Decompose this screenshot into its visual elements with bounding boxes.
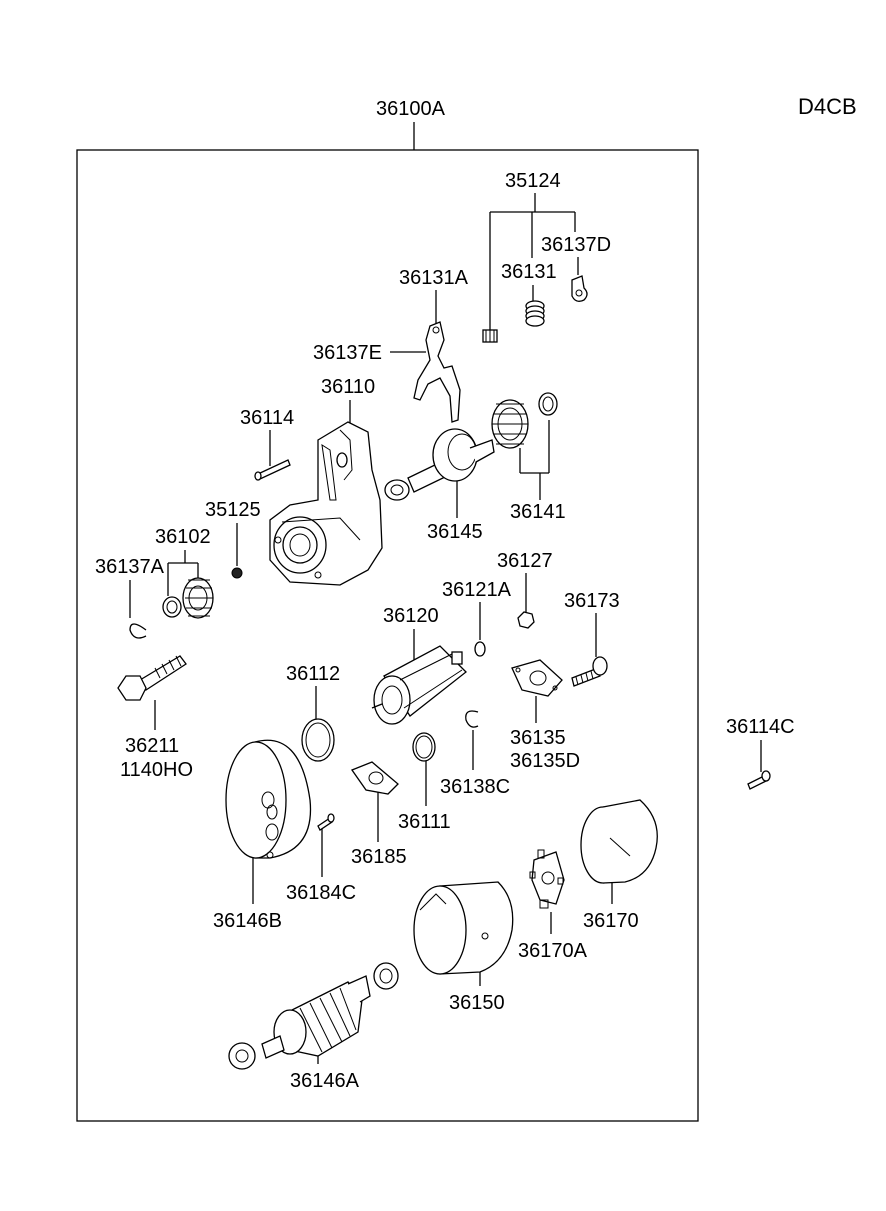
pinion-gear-36102 [162,577,214,619]
label-36114: 36114 [240,407,294,429]
label-36127: 36127 [497,550,553,572]
gasket-36185 [350,761,399,795]
label-36173: 36173 [564,590,620,612]
washer-36141 [538,392,558,416]
assembly-label: 36100A [376,98,446,120]
bolt-36114 [254,459,291,481]
shift-lever-36137E [413,321,461,423]
label-36110: 36110 [321,376,375,398]
bearing-armature-rear [373,962,399,990]
bolt-36173 [571,656,608,687]
gasket-36112 [301,718,335,762]
snap-ring-36137A [129,623,147,639]
solenoid-36120 [371,645,467,725]
clip-36138C [465,710,479,728]
engine-code-label: D4CB [798,94,857,119]
label-36135D: 36135D [510,750,580,772]
label-36170: 36170 [583,910,639,932]
gear-36141 [491,399,529,449]
yoke-assembly-36150 [413,881,514,975]
label-36185: 36185 [351,846,407,868]
assembly-frame [76,149,699,1122]
bolt-36211 [117,655,187,701]
armature-36146A [228,975,371,1070]
label-36131A: 36131A [399,267,469,289]
ball-35125 [231,567,243,579]
washer-36121A [474,641,486,657]
label-36138C: 36138C [440,776,510,798]
label-35124: 35124 [505,170,561,192]
label-36150: 36150 [449,992,505,1014]
label-36112: 36112 [286,663,340,685]
spring-36131 [525,300,545,327]
screw-36184C [317,813,335,831]
oring-36111 [412,732,436,762]
yoke-cover-36170 [580,799,658,884]
small-spring-35124 [482,329,498,343]
label-36141: 36141 [510,501,566,523]
label-36146A: 36146A [290,1070,360,1092]
label-36131: 36131 [501,261,557,283]
label-36135: 36135 [510,727,566,749]
label-36121A: 36121A [442,579,512,601]
plate-36135 [511,659,563,697]
label-36102: 36102 [155,526,211,548]
label-36170A: 36170A [518,940,588,962]
front-housing-36110 [269,421,383,586]
label-36137E: 36137E [313,342,382,364]
overrunning-clutch-36145 [384,428,495,501]
label-36111: 36111 [398,811,451,833]
label-36114C: 36114C [726,716,795,738]
label-36184C: 36184C [286,882,356,904]
clip-36137D [571,275,588,302]
label-36137D: 36137D [541,234,611,256]
nut-36127 [517,611,535,629]
brush-holder-36170A [529,849,565,909]
label-36145: 36145 [427,521,483,543]
label-36137A: 36137A [95,556,165,578]
label-1140HO: 1140HO [120,759,193,781]
label-36120: 36120 [383,605,439,627]
label-35125: 35125 [205,499,261,521]
label-36146B: 36146B [213,910,282,932]
rear-cover-36146B [225,739,312,859]
label-36211: 36211 [125,735,179,757]
screw-36114C [747,770,771,790]
